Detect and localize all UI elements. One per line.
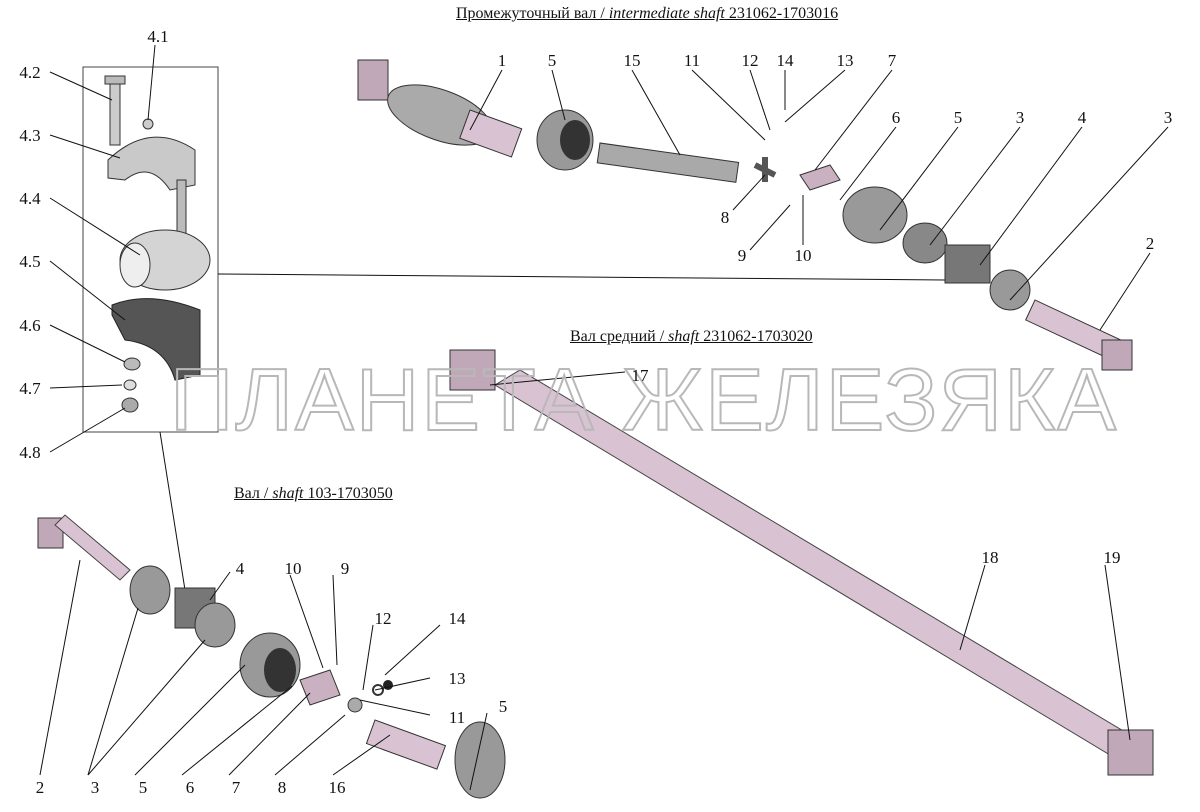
callout-label-bottom: 10 (285, 559, 302, 578)
callout-label-bottom: 11 (449, 708, 465, 727)
callout-label-bottom: 6 (186, 778, 195, 797)
detail-connector-line (159, 431, 186, 591)
callout-label-bottom: 3 (91, 778, 100, 797)
bearing-cap-4-3 (107, 136, 196, 191)
callout-label-top: 9 (738, 246, 747, 265)
part-number: 231062-1703020 (699, 328, 813, 345)
callout-label-top: 7 (888, 51, 897, 70)
title-ru: Вал средний / (570, 328, 669, 345)
nut-4-8 (121, 397, 139, 413)
callout-label-bottom: 12 (375, 609, 392, 628)
callout-label-top: 2 (1146, 234, 1155, 253)
callout-label-support: 4.7 (19, 379, 41, 398)
title-en: shaft (272, 485, 304, 502)
part-number: 103-1703050 (303, 485, 393, 502)
callout-label-top: 11 (684, 51, 700, 70)
middle-shaft (449, 349, 1154, 776)
callout-label-top: 6 (892, 108, 901, 127)
title-shaft: Вал / shaft 103-1703050 (234, 485, 393, 503)
callout-label-bottom: 9 (341, 559, 350, 578)
callout-label-bottom: 8 (278, 778, 287, 797)
callout-label-top: 3 (1016, 108, 1025, 127)
intermediate-shaft-parts (357, 59, 1133, 371)
callout-label-middle: 19 (1104, 548, 1121, 567)
callout-label-top: 14 (777, 51, 795, 70)
bolt-4-2 (109, 79, 121, 146)
callout-label-bottom: 16 (329, 778, 346, 797)
callout-label-support: 4.5 (19, 252, 40, 271)
washer-4-6 (123, 357, 141, 371)
title-ru: Вал / (234, 485, 273, 502)
callout-label-top: 10 (795, 246, 812, 265)
callout-label-top: 5 (548, 51, 557, 70)
callout-label-bottom: 7 (232, 778, 241, 797)
nut-4-1 (142, 118, 154, 130)
title-ru: Промежуточный вал / (456, 5, 609, 22)
callout-label-top: 12 (742, 51, 759, 70)
title-en: shaft (668, 328, 700, 345)
callout-label-support: 4.8 (19, 443, 40, 462)
support-parts (104, 75, 211, 413)
callout-label-bottom: 2 (36, 778, 45, 797)
support-detail-box (82, 66, 219, 433)
callout-label-top: 15 (624, 51, 641, 70)
callout-label-top: 5 (954, 108, 963, 127)
watermark: ПЛАНЕТА ЖЕЛЕЗЯКА (170, 350, 1118, 449)
leader-lines (39, 44, 1169, 791)
callout-label-support: 4.6 (19, 316, 40, 335)
callout-label-support: 4.4 (19, 189, 41, 208)
title-en: intermediate shaft (608, 5, 725, 22)
callout-label-support: 4.1 (147, 27, 168, 46)
callout-label-bottom: 14 (449, 609, 467, 628)
bearing-housing-4-5 (111, 298, 201, 381)
callout-label-support: 4.2 (19, 63, 40, 82)
shaft-parts (37, 514, 506, 799)
part-number: 231062-1703016 (724, 5, 839, 22)
callout-label-top: 1 (498, 51, 507, 70)
title-intermediate-shaft: Промежуточный вал / intermediate shaft 2… (456, 5, 838, 23)
callout-label-support: 4.3 (19, 126, 40, 145)
callout-label-top: 4 (1078, 108, 1087, 127)
callout-label-bottom: 4 (236, 559, 245, 578)
callout-label-bottom: 5 (499, 697, 508, 716)
callout-label-middle: 18 (982, 548, 999, 567)
callout-label-top: 3 (1164, 108, 1173, 127)
title-middle-shaft: Вал средний / shaft 231062-1703020 (570, 328, 813, 346)
detail-connector-line (217, 273, 946, 281)
callout-label-middle: 17 (632, 366, 650, 385)
callout-label-top: 8 (721, 208, 730, 227)
callout-label-bottom: 5 (139, 778, 148, 797)
callout-label-top: 13 (837, 51, 854, 70)
washer-4-7 (123, 379, 137, 391)
callout-label-bottom: 13 (449, 669, 466, 688)
